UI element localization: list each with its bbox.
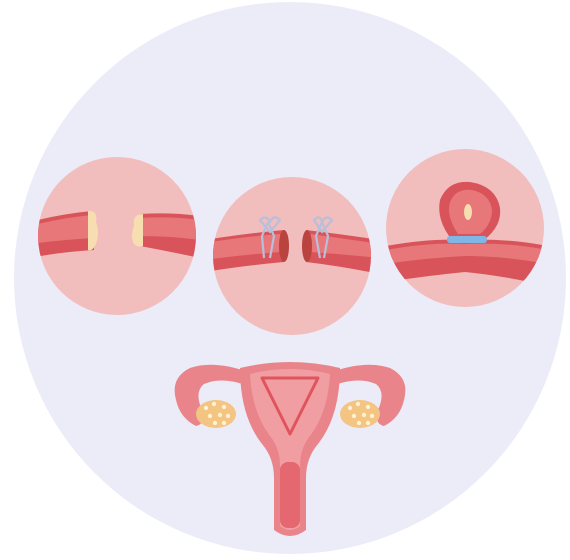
illustration-canvas	[0, 0, 570, 560]
tubal-ligation-illustration	[0, 0, 570, 560]
